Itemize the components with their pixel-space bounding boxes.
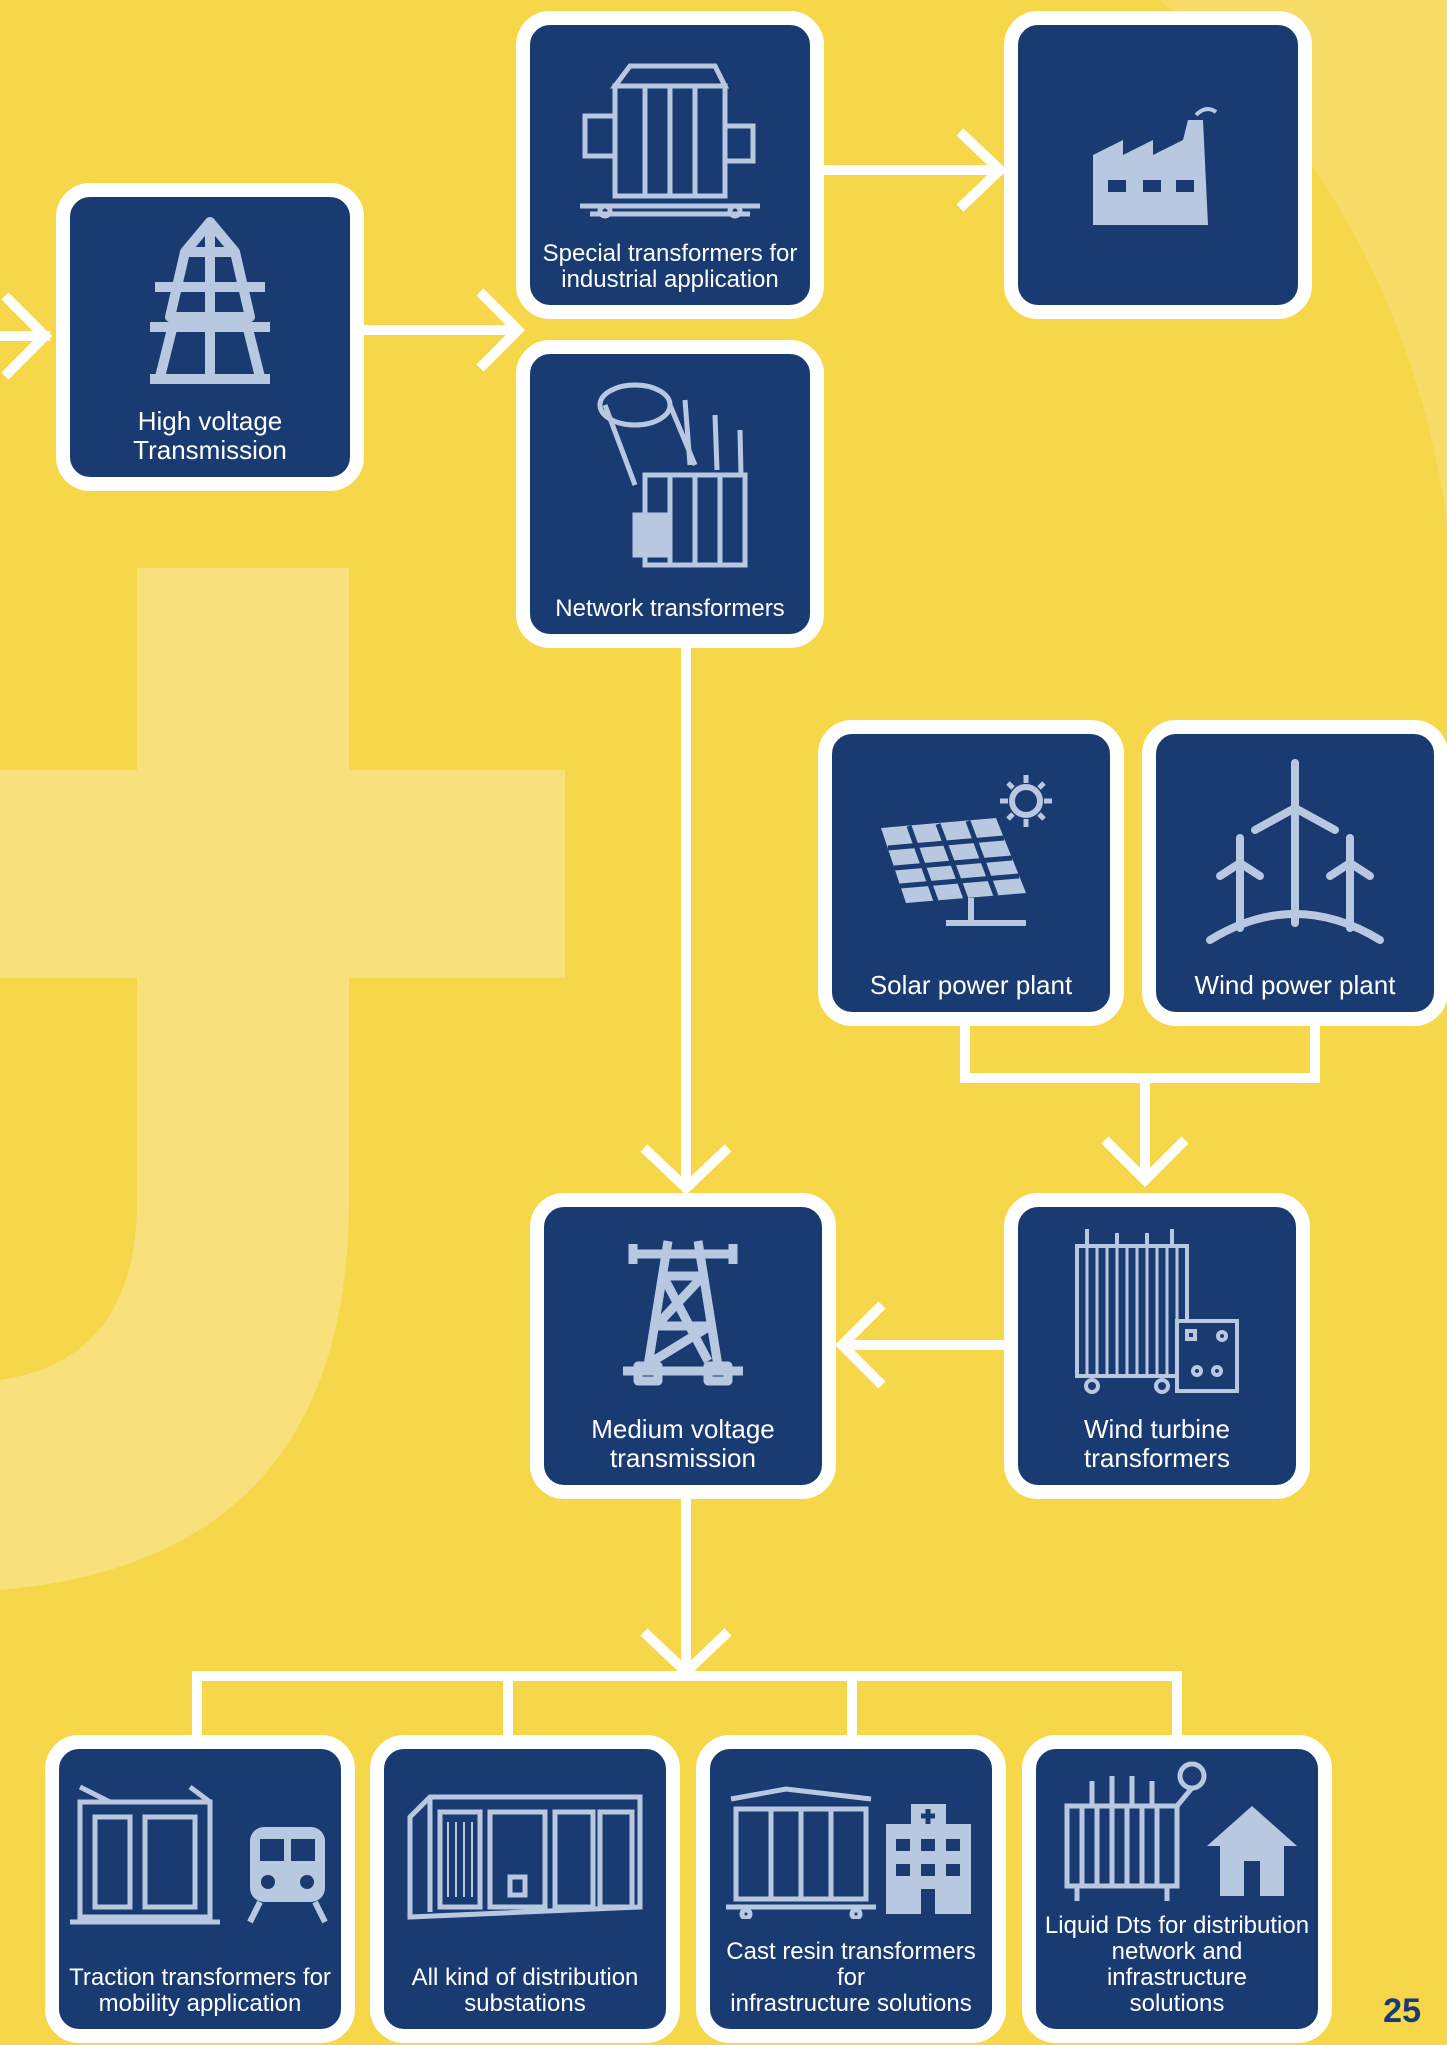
- node-cast-resin-transformers: Cast resin transformers for infrastructu…: [696, 1735, 1006, 2043]
- node-wind-turbine-transformers: Wind turbine transformers: [1004, 1193, 1310, 1499]
- edge-network-to-mv: [640, 645, 732, 1195]
- node-label: Wind power plant: [1194, 970, 1396, 1000]
- network-transformer-icon: [597, 382, 748, 568]
- node-network-transformers: Network transformers: [516, 340, 824, 648]
- node-label: Cast resin transformers for infrastructu…: [726, 1938, 976, 2017]
- node-label: Wind turbine transformers: [1084, 1414, 1230, 1473]
- edge-incoming-to-hv: [0, 292, 53, 380]
- node-label: Medium voltage transmission: [591, 1414, 775, 1473]
- wind-turbine-transformer-icon: [1075, 1229, 1239, 1394]
- mv-tower-icon: [623, 1240, 743, 1386]
- edge-hv-to-special: [358, 288, 526, 372]
- node-traction-transformers: Traction transformers for mobility appli…: [45, 1735, 355, 2043]
- page-number: 25: [1383, 1992, 1421, 2030]
- node-factory: [1004, 11, 1312, 319]
- node-label: Solar power plant: [869, 970, 1073, 1000]
- factory-icon: [1093, 107, 1218, 225]
- node-label: Network transformers: [555, 595, 785, 622]
- node-high-voltage-transmission: High voltage Transmission: [56, 183, 364, 491]
- industrial-transformer-icon: [580, 63, 760, 218]
- node-label: High voltage Transmission: [133, 406, 287, 465]
- node-medium-voltage-transmission: Medium voltage transmission: [530, 1193, 836, 1499]
- node-label: Traction transformers for mobility appli…: [69, 1964, 331, 2017]
- edge-mv-to-bottom: [192, 1498, 1182, 1735]
- train-transformer-icon: [70, 1784, 328, 1925]
- solar-panel-icon: [881, 774, 1052, 926]
- hospital-transformer-icon: [726, 1786, 971, 1919]
- node-distribution-substations: All kind of distribution substations: [370, 1735, 680, 2043]
- edge-special-to-factory: [818, 128, 1008, 212]
- node-solar-power-plant: Solar power plant: [818, 720, 1124, 1026]
- house-transformer-icon: [1064, 1761, 1297, 1901]
- pylon-icon: [150, 217, 270, 384]
- edge-plants-to-windtrafo: [960, 1022, 1320, 1188]
- node-liquid-dts: Liquid Dts for distribution network and …: [1022, 1735, 1332, 2043]
- node-label: All kind of distribution substations: [411, 1964, 639, 2017]
- node-label: Special transformers for industrial appl…: [542, 240, 798, 293]
- node-special-transformers: Special transformers for industrial appl…: [516, 11, 824, 319]
- edge-windtrafo-to-mv: [834, 1301, 1005, 1389]
- substation-icon: [407, 1794, 643, 1920]
- node-wind-power-plant: Wind power plant: [1142, 720, 1447, 1026]
- watermark-shape: [0, 770, 565, 978]
- wind-turbine-icon: [1206, 758, 1384, 944]
- node-label: Liquid Dts for distribution network and …: [1044, 1912, 1310, 2017]
